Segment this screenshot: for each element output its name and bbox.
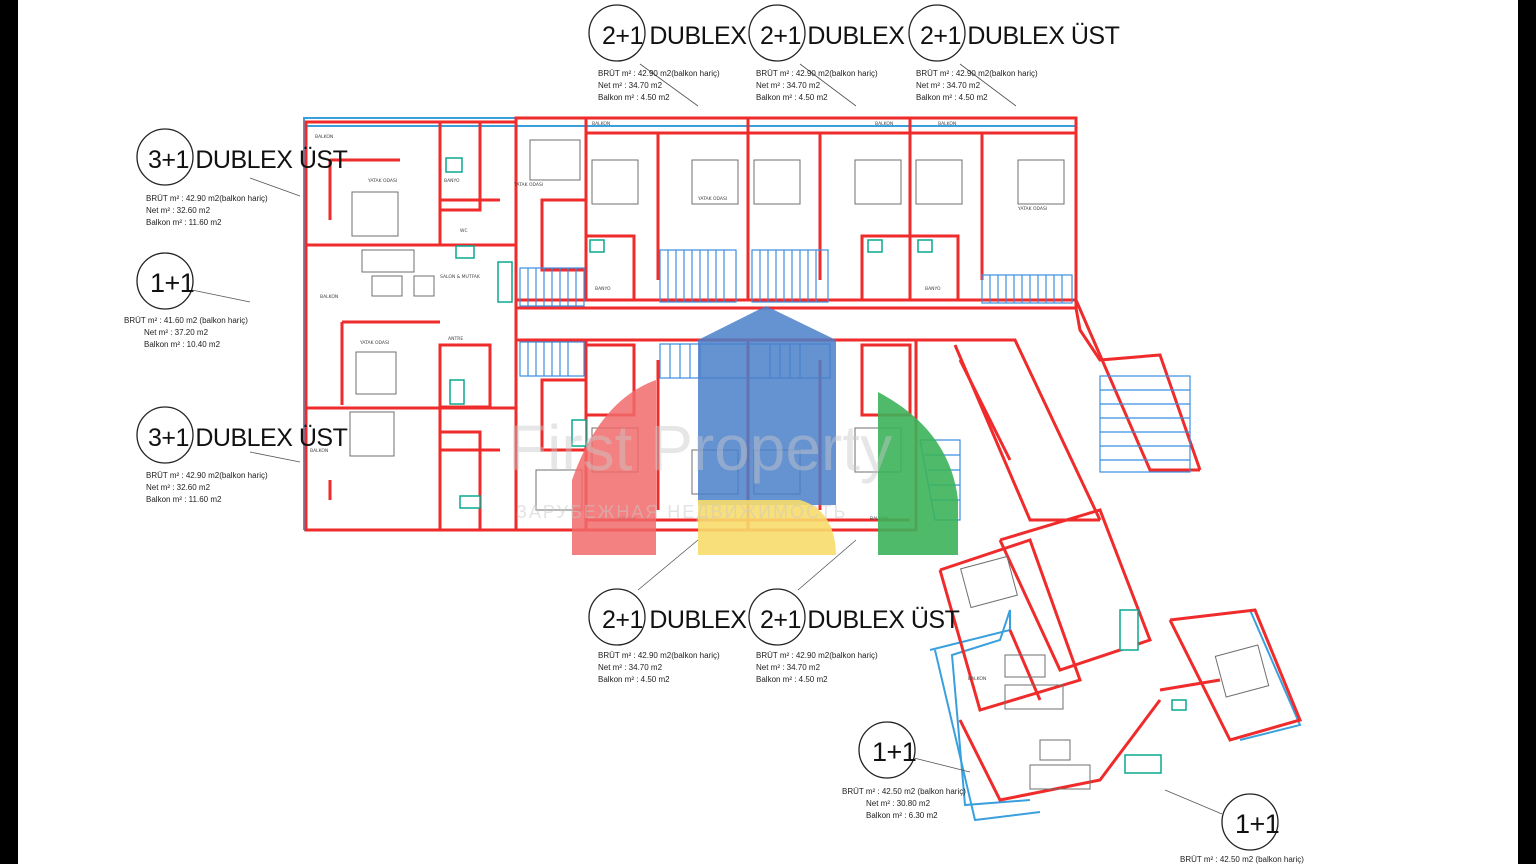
unit-callout-left-a: 3+1 DUBLEX ÜST BRÜT m² : 42.90 m2(balkon… [136,128,348,227]
stair-top-4 [981,274,1073,304]
svg-text:Balkon m² : 4.50 m2: Balkon m² : 4.50 m2 [598,93,670,102]
unit-callout-right-b: 1+1 BRÜT m² : 42.50 m2 (balkon hariç) [1164,789,1304,864]
unit-title: 2+1 DUBLEX ÜST [760,606,960,634]
logo-blue-shape [698,306,836,505]
svg-text:Net m² : 34.70 m2: Net m² : 34.70 m2 [598,81,663,90]
svg-text:Balkon m² : 11.60 m2: Balkon m² : 11.60 m2 [146,218,222,227]
svg-text:YATAK ODASI: YATAK ODASI [513,182,543,188]
stair-top-1 [519,267,585,307]
svg-text:Net m² : 37.20 m2: Net m² : 37.20 m2 [144,328,209,337]
svg-text:Balkon m² : 4.50 m2: Balkon m² : 4.50 m2 [756,93,828,102]
walls [304,116,1303,802]
svg-text:BRÜT m² : 42.90 m2(balkon hari: BRÜT m² : 42.90 m2(balkon hariç) [916,69,1038,78]
svg-text:BALKON: BALKON [315,134,333,140]
logo-yellow-shape [698,500,836,555]
svg-text:BRÜT m² : 42.90 m2(balkon hari: BRÜT m² : 42.90 m2(balkon hariç) [146,194,268,203]
unit-title: 3+1 DUBLEX ÜST [148,146,348,174]
svg-text:Net m² : 32.60 m2: Net m² : 32.60 m2 [146,206,211,215]
svg-text:BRÜT m² : 42.50 m2 (balkon har: BRÜT m² : 42.50 m2 (balkon hariç) [842,787,966,796]
watermark-logo: First Property ЗАРУБЕЖНАЯ НЕДВИЖИМОСТЬ [508,306,958,555]
svg-text:BRÜT m² : 42.90 m2(balkon hari: BRÜT m² : 42.90 m2(balkon hariç) [146,471,268,480]
svg-text:BALKON: BALKON [875,121,893,127]
unit-callout-top-c: 2+1 DUBLEX ÜST BRÜT m² : 42.90 m2(balkon… [908,4,1120,107]
svg-text:SALON & MUTFAK: SALON & MUTFAK [440,274,481,280]
svg-text:BALKON: BALKON [968,676,986,682]
svg-text:BRÜT m² : 41.60 m2 (balkon har: BRÜT m² : 41.60 m2 (balkon hariç) [124,316,248,325]
unit-callout-left-b: 1+1 BRÜT m² : 41.60 m2 (balkon hariç) Ne… [124,252,251,349]
svg-text:YATAK ODASI: YATAK ODASI [1017,206,1047,212]
svg-text:BALKON: BALKON [938,121,956,127]
svg-text:BANYO: BANYO [595,286,611,292]
svg-text:Net m² : 34.70 m2: Net m² : 34.70 m2 [598,663,663,672]
unit-callout-bottom-b: 2+1 DUBLEX ÜST BRÜT m² : 42.90 m2(balkon… [748,539,960,684]
svg-text:BANYO: BANYO [925,286,941,292]
svg-text:BANYO: BANYO [444,178,460,184]
svg-text:Net m² : 34.70 m2: Net m² : 34.70 m2 [916,81,981,90]
svg-text:BALKON: BALKON [320,294,338,300]
svg-text:Net m² : 32.60 m2: Net m² : 32.60 m2 [146,483,211,492]
svg-text:BRÜT m² : 42.50 m2 (balkon har: BRÜT m² : 42.50 m2 (balkon hariç) [1180,855,1304,864]
svg-text:Balkon m² : 4.50 m2: Balkon m² : 4.50 m2 [756,675,828,684]
svg-text:WC: WC [460,228,468,234]
svg-text:BRÜT m² : 42.90 m2(balkon hari: BRÜT m² : 42.90 m2(balkon hariç) [598,651,720,660]
unit-callout-right-a: 1+1 BRÜT m² : 42.50 m2 (balkon hariç) Ne… [842,721,971,820]
left-black-bar [0,0,18,864]
svg-text:Net m² : 34.70 m2: Net m² : 34.70 m2 [756,663,821,672]
svg-text:Net m² : 34.70 m2: Net m² : 34.70 m2 [756,81,821,90]
svg-text:BALKON: BALKON [592,121,610,127]
svg-text:YATAK ODASI: YATAK ODASI [359,340,389,346]
svg-text:Net m² : 30.80 m2: Net m² : 30.80 m2 [866,799,931,808]
stair-core [1099,375,1191,473]
logo-red-shape [572,380,656,555]
stair-mid-1 [519,341,585,377]
svg-text:Balkon m² : 4.50 m2: Balkon m² : 4.50 m2 [916,93,988,102]
svg-text:BRÜT m² : 42.90 m2(balkon hari: BRÜT m² : 42.90 m2(balkon hariç) [598,69,720,78]
svg-text:YATAK ODASI: YATAK ODASI [697,196,727,202]
unit-callout-left-c: 3+1 DUBLEX ÜST BRÜT m² : 42.90 m2(balkon… [136,406,348,504]
stair-top-2 [659,249,737,303]
stair-top-3 [751,249,829,303]
svg-text:Balkon m² : 10.40 m2: Balkon m² : 10.40 m2 [144,340,221,349]
svg-text:Balkon m² : 6.30 m2: Balkon m² : 6.30 m2 [866,811,938,820]
watermark-subtext: ЗАРУБЕЖНАЯ НЕДВИЖИМОСТЬ [516,502,847,522]
svg-text:YATAK ODASI: YATAK ODASI [367,178,397,184]
unit-title: 2+1 DUBLEX ÜST [920,22,1120,50]
svg-text:BRÜT m² : 42.90 m2(balkon hari: BRÜT m² : 42.90 m2(balkon hariç) [756,69,878,78]
svg-text:BALKON: BALKON [310,448,328,454]
watermark-text: First Property [508,412,892,484]
svg-text:Balkon m² : 4.50 m2: Balkon m² : 4.50 m2 [598,675,670,684]
unit-title: 1+1 [1235,809,1279,839]
svg-text:ANTRE: ANTRE [448,336,463,342]
fixtures [445,157,1187,774]
unit-title: 3+1 DUBLEX ÜST [148,424,348,452]
furniture [349,139,1270,790]
svg-text:Balkon m² : 11.60 m2: Balkon m² : 11.60 m2 [146,495,222,504]
unit-title: 1+1 [872,737,916,767]
room-labels: BALKON YATAK ODASI BANYO WC BALKON SALON… [310,121,1047,682]
unit-title: 1+1 [150,268,194,298]
svg-text:BRÜT m² : 42.90 m2(balkon hari: BRÜT m² : 42.90 m2(balkon hariç) [756,651,878,660]
logo-green-shape [878,392,958,555]
right-black-bar [1518,0,1536,864]
